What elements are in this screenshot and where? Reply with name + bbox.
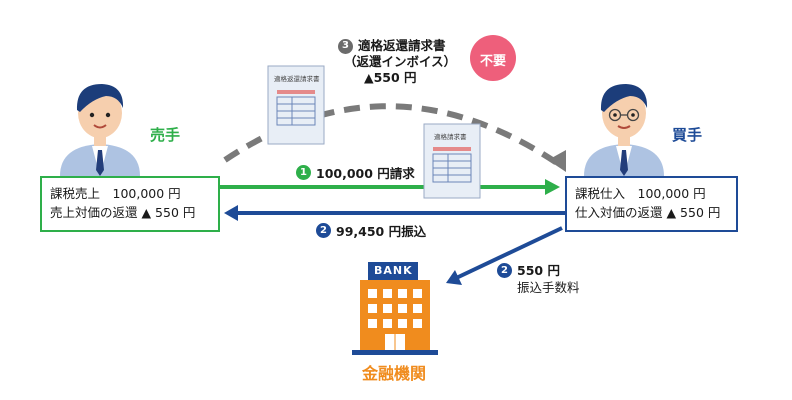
not-required-text: 不要 <box>479 54 506 69</box>
invoice-doc-title: 適格請求書 <box>434 133 467 141</box>
buyer-person-icon <box>584 84 664 176</box>
step3-title: 適格返還請求書 <box>358 38 446 53</box>
step2-fee-label: 2 550 円 振込手数料 <box>497 262 580 296</box>
step1-number: 1 <box>296 165 311 180</box>
seller-line2: 売上対価の返還 ▲ 550 円 <box>50 205 196 220</box>
return-invoice-arrow-head <box>548 150 566 172</box>
step1-text: 100,000 円請求 <box>316 166 415 181</box>
return-invoice-doc-icon <box>267 65 325 145</box>
not-required-badge <box>470 35 516 81</box>
step1-label: 1 100,000 円請求 <box>296 163 415 182</box>
invoice-doc-icon <box>423 123 481 199</box>
seller-label: 売手 <box>150 126 181 144</box>
bank-sign: BANK <box>374 264 413 277</box>
buyer-label: 買手 <box>672 126 703 144</box>
return-doc-title: 適格返還請求書 <box>274 75 320 83</box>
step2-fee-desc: 振込手数料 <box>517 280 580 295</box>
step3-amount: ▲550 円 <box>364 70 417 85</box>
step2-fee-amount: 550 円 <box>517 263 560 278</box>
step2-pay-number: 2 <box>316 223 331 238</box>
step2-fee-number: 2 <box>497 263 512 278</box>
buyer-line1: 課税仕入 100,000 円 <box>575 186 706 201</box>
step3-label: 3 適格返還請求書 （返還インボイス） ▲550 円 <box>338 38 456 86</box>
seller-line1: 課税売上 100,000 円 <box>50 186 181 201</box>
fee-arrow-head <box>446 270 462 285</box>
buyer-line2: 仕入対価の返還 ▲ 550 円 <box>575 205 721 220</box>
seller-box: 課税売上 100,000 円 売上対価の返還 ▲ 550 円 <box>40 176 220 232</box>
seller-person-icon <box>60 84 140 176</box>
bank-building-icon <box>352 262 438 355</box>
buyer-box: 課税仕入 100,000 円 仕入対価の返還 ▲ 550 円 <box>565 176 738 232</box>
invoice-arrow-head <box>545 179 560 195</box>
step2-pay-label: 2 99,450 円振込 <box>316 221 426 240</box>
payment-arrow-head <box>224 205 238 221</box>
fee-arrow <box>451 226 563 282</box>
step3-number: 3 <box>338 38 353 54</box>
step2-pay-text: 99,450 円振込 <box>336 224 427 239</box>
bank-label: 金融機関 <box>362 364 427 383</box>
step3-sub: （返還インボイス） <box>344 54 457 69</box>
